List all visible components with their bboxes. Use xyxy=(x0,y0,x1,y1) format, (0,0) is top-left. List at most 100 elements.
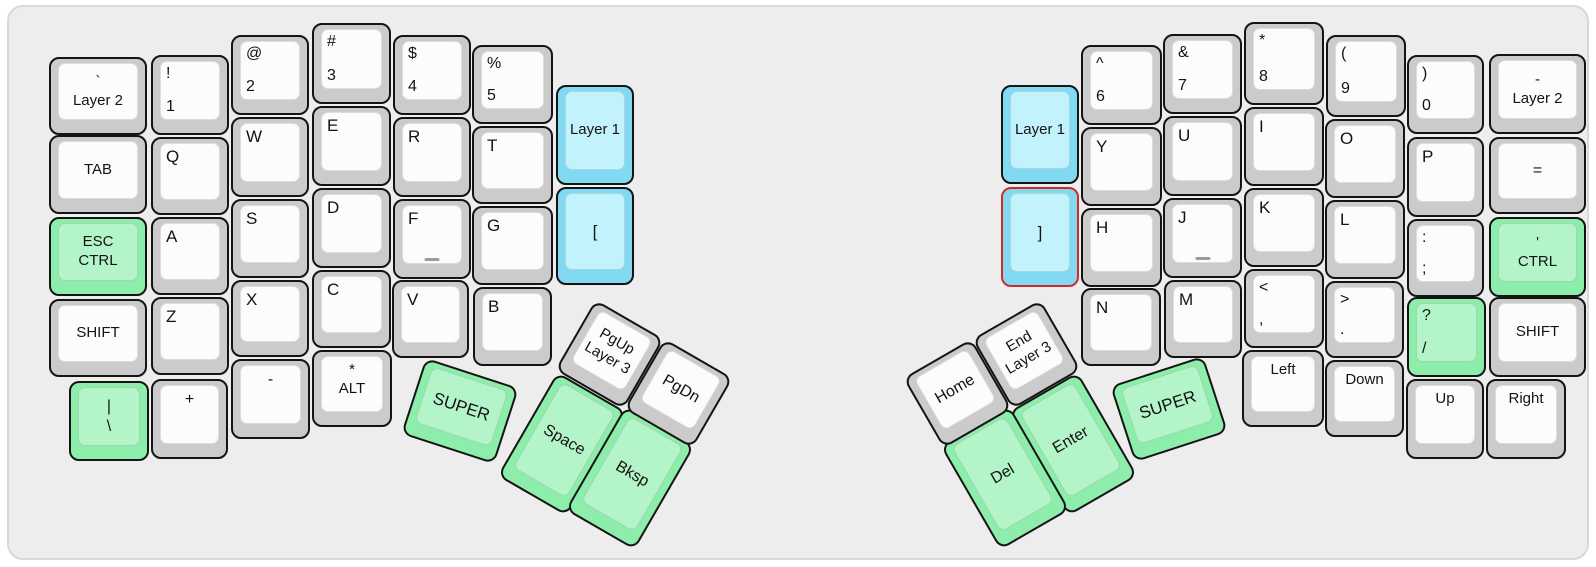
key-u[interactable]: U xyxy=(1163,116,1242,196)
keycap-surface xyxy=(1498,60,1577,119)
key-a[interactable]: A xyxy=(151,217,229,295)
key-4[interactable]: $4 xyxy=(393,35,471,115)
key-m[interactable]: M xyxy=(1164,280,1242,358)
key-rbracket[interactable]: ] xyxy=(1001,187,1079,287)
keycap-surface xyxy=(1253,113,1315,171)
key-p[interactable]: P xyxy=(1407,137,1484,217)
key-label: Right xyxy=(1508,390,1544,407)
homing-bar xyxy=(1195,257,1210,260)
key-minus-layer2[interactable]: -Layer 2 xyxy=(1489,54,1586,134)
key-comma[interactable]: <, xyxy=(1244,269,1324,348)
key-shift-left[interactable]: SHIFT xyxy=(49,299,147,377)
keycap-surface xyxy=(1010,193,1070,272)
keycap-surface xyxy=(160,385,219,444)
key-d[interactable]: D xyxy=(312,188,391,268)
key-tab[interactable]: TAB xyxy=(49,135,147,214)
key-q[interactable]: Q xyxy=(151,137,229,215)
key-j[interactable]: J xyxy=(1163,198,1242,278)
key-up-arrow[interactable]: Up xyxy=(1406,379,1484,459)
key-layer1-right[interactable]: Layer 1 xyxy=(1001,85,1079,184)
key-label: 3 xyxy=(327,67,336,84)
key-e[interactable]: E xyxy=(312,106,391,186)
key-n[interactable]: N xyxy=(1081,288,1161,366)
key-1[interactable]: !1 xyxy=(151,55,229,135)
key-label: 'CTRL xyxy=(1517,233,1558,270)
key-w[interactable]: W xyxy=(231,117,309,197)
key-label: = xyxy=(1532,162,1543,179)
key-label: A xyxy=(166,227,178,246)
key-semicolon[interactable]: :; xyxy=(1407,219,1484,297)
keycap-surface xyxy=(1335,41,1397,102)
key-label: Down xyxy=(1345,371,1384,388)
key-3[interactable]: #3 xyxy=(312,23,391,104)
key-down-arrow[interactable]: Down xyxy=(1325,360,1404,437)
key-super-left[interactable]: SUPER xyxy=(401,357,519,465)
key-9[interactable]: (9 xyxy=(1326,35,1406,117)
key-x[interactable]: X xyxy=(231,280,309,357)
key-label: *ALT xyxy=(338,361,366,397)
keycap-surface xyxy=(1173,286,1233,343)
keycap-surface xyxy=(1498,223,1577,282)
key-6[interactable]: ^6 xyxy=(1081,45,1162,125)
keycap-surface xyxy=(565,91,625,170)
key-label: Q xyxy=(166,147,180,166)
key-7[interactable]: &7 xyxy=(1163,34,1242,114)
key-left-arrow[interactable]: Left xyxy=(1242,350,1324,427)
key-asterisk-alt[interactable]: *ALT xyxy=(312,350,392,427)
key-2[interactable]: @2 xyxy=(231,35,309,115)
key-equals[interactable]: = xyxy=(1489,137,1586,214)
key-f[interactable]: F xyxy=(393,199,471,279)
key-label: T xyxy=(487,136,498,155)
key-0[interactable]: )0 xyxy=(1407,55,1484,134)
key-layer1-left[interactable]: Layer 1 xyxy=(556,85,634,185)
keycap-surface xyxy=(401,286,460,343)
key-label: ) xyxy=(1422,65,1428,82)
key-label: O xyxy=(1340,129,1354,148)
key-right-arrow[interactable]: Right xyxy=(1486,379,1566,459)
key-z[interactable]: Z xyxy=(151,297,229,375)
key-slash[interactable]: ?/ xyxy=(1407,297,1486,377)
keycap-surface xyxy=(1416,303,1477,362)
key-k[interactable]: K xyxy=(1244,188,1324,267)
key-r[interactable]: R xyxy=(393,117,471,197)
key-c[interactable]: C xyxy=(312,270,391,348)
key-i[interactable]: I xyxy=(1244,107,1324,186)
keycap-surface xyxy=(1253,275,1315,333)
keycap-surface xyxy=(1090,133,1153,191)
keycap-surface xyxy=(240,205,300,263)
key-label: $ xyxy=(408,45,417,62)
key-o[interactable]: O xyxy=(1325,119,1405,198)
key-5[interactable]: %5 xyxy=(472,45,553,124)
key-period[interactable]: >. xyxy=(1325,281,1404,358)
key-8[interactable]: *8 xyxy=(1244,22,1324,105)
key-shift-right[interactable]: SHIFT xyxy=(1489,297,1586,377)
key-v[interactable]: V xyxy=(392,280,469,358)
keycap-surface xyxy=(58,305,138,362)
keycap-surface xyxy=(58,223,138,281)
key-label: * xyxy=(1259,32,1266,49)
key-s[interactable]: S xyxy=(231,199,309,278)
key-h[interactable]: H xyxy=(1081,208,1162,287)
key-label: 6 xyxy=(1096,88,1105,105)
key-b[interactable]: B xyxy=(473,287,552,366)
key-l[interactable]: L xyxy=(1325,200,1405,279)
key-plus[interactable]: + xyxy=(151,379,228,459)
key-pipe-backslash[interactable]: |\ xyxy=(69,381,149,461)
keycap-surface xyxy=(1334,206,1396,264)
key-label: % xyxy=(487,55,502,72)
key-super-right[interactable]: SUPER xyxy=(1110,355,1228,463)
key-t[interactable]: T xyxy=(472,126,553,204)
key-minus[interactable]: - xyxy=(231,359,310,439)
key-grave-layer2[interactable]: `Layer 2 xyxy=(49,57,147,135)
key-label: C xyxy=(327,280,340,299)
key-quote-ctrl[interactable]: 'CTRL xyxy=(1489,217,1586,297)
keycap-surface xyxy=(321,276,382,333)
keycap-surface xyxy=(1334,366,1395,422)
key-y[interactable]: Y xyxy=(1081,127,1162,206)
keycap-surface xyxy=(1172,204,1233,263)
key-lbracket[interactable]: [ xyxy=(556,187,634,285)
keycap-surface xyxy=(321,194,382,253)
key-g[interactable]: G xyxy=(472,206,553,285)
